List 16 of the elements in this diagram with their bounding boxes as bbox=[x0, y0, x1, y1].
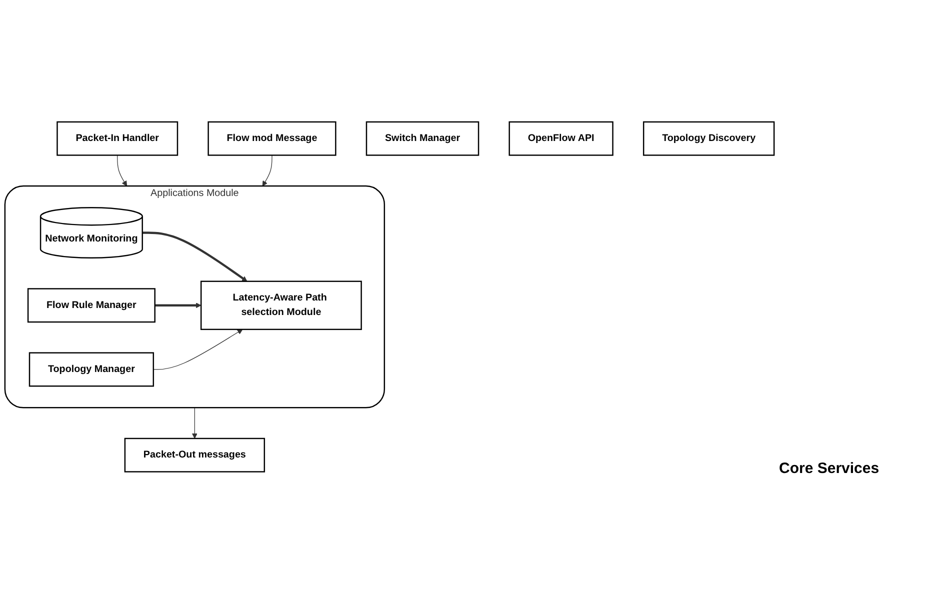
node-box: Flow Rule Manager bbox=[27, 288, 156, 323]
node-box: Packet-Out messages bbox=[124, 438, 266, 473]
node-box: Packet-In Handler bbox=[56, 121, 178, 156]
arrow bbox=[117, 155, 128, 186]
arrow bbox=[154, 302, 202, 308]
node-box: Topology Discovery bbox=[642, 121, 775, 156]
node-box: OpenFlow API bbox=[508, 121, 614, 156]
arrow bbox=[142, 232, 248, 282]
arrow bbox=[262, 155, 272, 186]
node-box: Switch Manager bbox=[366, 121, 480, 156]
node-box: Topology Manager bbox=[28, 352, 154, 387]
arrow bbox=[153, 329, 243, 370]
node-box: Latency-Aware Path selection Module bbox=[200, 280, 362, 330]
arrow bbox=[192, 408, 198, 439]
node-box: Flow mod Message bbox=[208, 121, 336, 156]
section-label: Core Services bbox=[779, 460, 880, 477]
